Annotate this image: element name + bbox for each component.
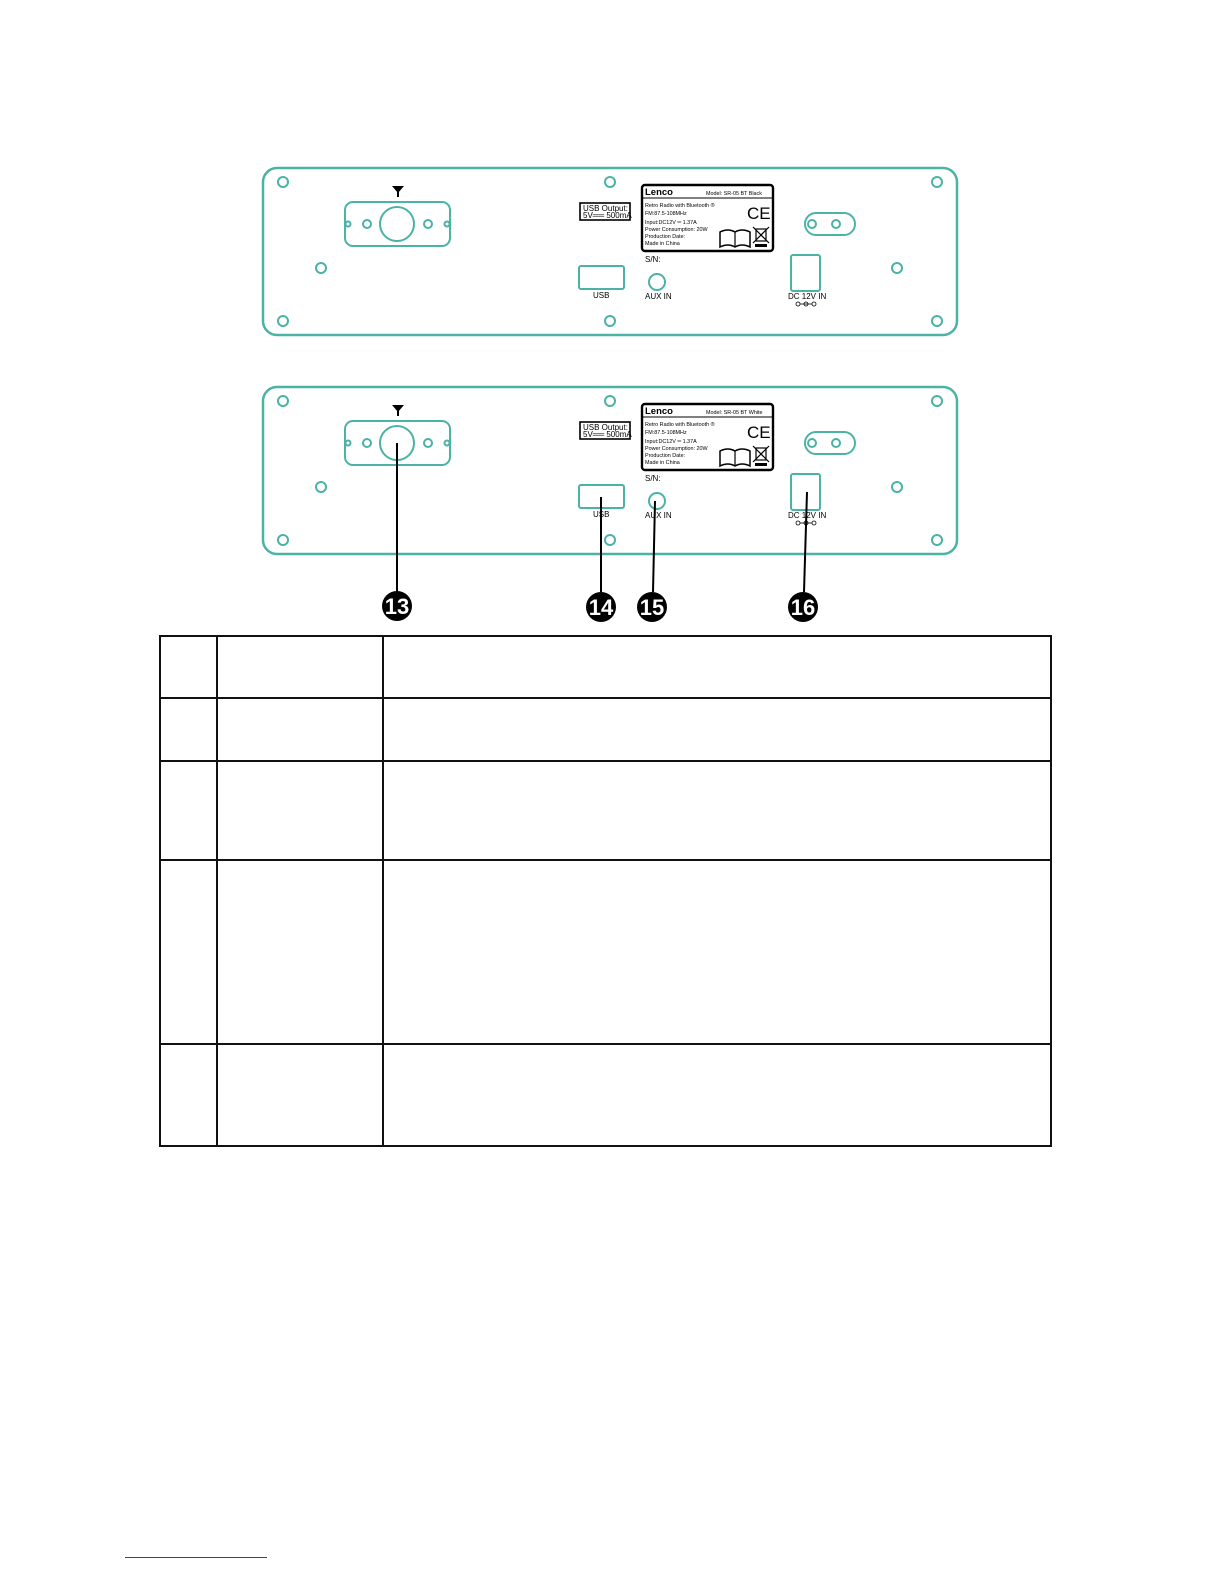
table-cell [382,635,1052,699]
callout-number: 14 [589,595,614,620]
aux-in-label: AUX IN [645,292,672,301]
mounting-bracket [804,212,856,236]
dc-in-socket: DC 12V IN [788,254,826,307]
table-cell [216,635,384,699]
label-line: Production Date: [645,234,685,240]
label-line: Retro Radio with Bluetooth ® [645,421,715,428]
callout-number: 15 [640,595,664,620]
table-cell [382,859,1052,1045]
antenna-icon [392,405,404,416]
model-name: Model: SR-05 BT White [706,410,763,416]
table-cell [382,697,1052,762]
rating-label: Lenco Model: SR-05 BT White Retro Radio … [640,402,775,472]
usb-output-label: USB Output: 5V══ 500mA [579,202,632,221]
table-cell [216,697,384,762]
weee-bin-icon [752,226,770,247]
label-line: Retro Radio with Bluetooth ® [645,202,715,209]
label-line: Input:DC12V ═ 1.37A [645,439,697,445]
dc-in-label: DC 12V IN [788,292,826,301]
table-cell [159,859,218,1045]
callout-badge-14: 14 [586,592,616,622]
table-row [159,859,1052,1045]
label-line: FM:87.5-108MHz [645,211,687,217]
callout-badge-13: 13 [382,591,412,621]
description-table [159,635,1052,1147]
usb-port: USB [578,265,625,300]
usb-port-label: USB [593,291,609,300]
model-name: Model: SR-05 BT Black [706,191,762,197]
table-cell [216,1043,384,1147]
table-cell [382,1043,1052,1147]
usb-output-line-2: 5V══ 500mA [583,211,632,220]
serial-number-label: S/N: [645,255,661,264]
screw-holes [277,395,943,546]
label-line: Production Date: [645,453,685,459]
panel-outline [261,385,959,556]
antenna-icon [392,186,404,197]
rear-panel-diagram: USB Output: 5V══ 500mA Lenco Model: SR-0… [261,166,959,622]
ce-mark: CE [747,423,771,442]
label-line: Power Consumption: 20W [645,227,709,233]
ce-mark: CE [747,204,771,223]
panel-outline [261,166,959,337]
callout-line-16 [803,491,808,593]
callout-badge-15: 15 [637,592,667,622]
label-line: Made in China [645,460,680,466]
label-line: Power Consumption: 20W [645,446,709,452]
rear-panel-bottom: USB Output: 5V══ 500mA Lenco Model: SR-0… [261,385,959,593]
usb-output-line-1: USB Output: [583,423,628,432]
usb-output-label: USB Output: 5V══ 500mA [579,421,632,440]
table-cell [159,760,218,861]
serial-number-label: S/N: [645,474,661,483]
callout-line-15 [652,500,656,593]
aux-in-jack: AUX IN [645,492,672,520]
brand-name: Lenco [645,187,673,198]
footnote-rule [125,1557,267,1558]
mounting-bracket [804,431,856,455]
aux-in-jack: AUX IN [645,273,672,301]
table-row [159,697,1052,762]
usb-output-line-1: USB Output: [583,204,628,213]
table-row [159,1043,1052,1147]
callout-number: 13 [385,594,409,619]
table-cell [216,760,384,861]
table-cell [159,1043,218,1147]
rear-panel-top: USB Output: 5V══ 500mA Lenco Model: SR-0… [261,166,959,337]
table-cell [159,635,218,699]
table-cell [159,697,218,762]
weee-bin-icon [752,445,770,466]
rating-label: Lenco Model: SR-05 BT Black Retro Radio … [640,183,775,253]
label-line: FM:87.5-108MHz [645,430,687,436]
antenna-socket [344,201,451,247]
polarity-icon [795,301,817,307]
manual-book-icon [719,229,751,249]
aux-in-label: AUX IN [645,511,672,520]
label-line: Input:DC12V ═ 1.37A [645,220,697,226]
table-cell [382,760,1052,861]
table-row [159,635,1052,699]
callout-badge-16: 16 [788,592,818,622]
brand-name: Lenco [645,406,673,417]
label-line: Made in China [645,241,680,247]
screw-holes [277,176,943,327]
usb-output-line-2: 5V══ 500mA [583,430,632,439]
table-row [159,760,1052,861]
callout-number: 16 [791,595,815,620]
table-cell [216,859,384,1045]
manual-book-icon [719,448,751,468]
